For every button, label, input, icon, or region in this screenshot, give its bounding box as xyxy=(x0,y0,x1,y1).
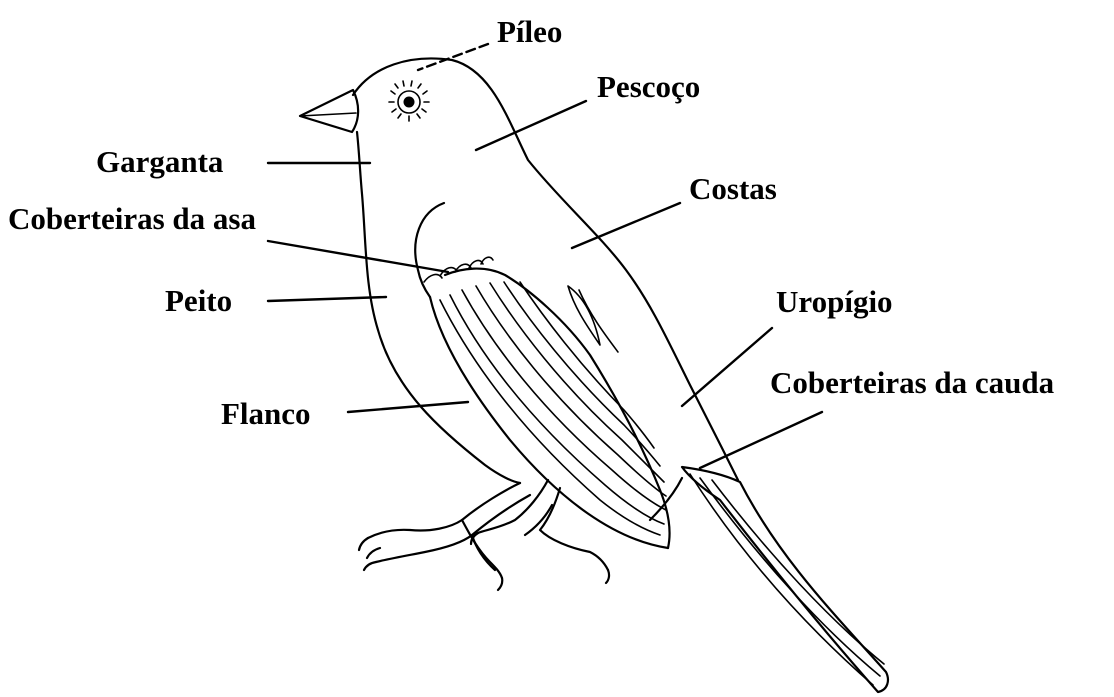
leader-coberteiras-asa xyxy=(268,241,448,272)
leader-pescoco xyxy=(476,101,586,150)
labels: Píleo Pescoço Garganta Costas Coberteira… xyxy=(8,14,1055,431)
eye xyxy=(389,81,429,121)
label-coberteiras-asa: Coberteiras da asa xyxy=(8,201,256,236)
wing xyxy=(415,203,669,548)
label-costas: Costas xyxy=(689,171,777,206)
leader-pileo xyxy=(418,44,488,70)
label-peito: Peito xyxy=(165,283,232,318)
label-coberteiras-cauda: Coberteiras da cauda xyxy=(770,365,1055,400)
beak xyxy=(300,90,358,132)
leader-peito xyxy=(268,297,386,301)
leader-uropigio xyxy=(682,328,772,406)
label-uropigio: Uropígio xyxy=(776,284,893,319)
label-pileo: Píleo xyxy=(497,14,562,49)
tail xyxy=(682,467,888,692)
label-pescoco: Pescoço xyxy=(597,69,700,104)
label-flanco: Flanco xyxy=(221,396,311,431)
label-garganta: Garganta xyxy=(96,144,224,179)
leader-flanco xyxy=(348,402,468,412)
bird-body xyxy=(353,58,738,520)
legs-and-feet xyxy=(359,480,609,590)
